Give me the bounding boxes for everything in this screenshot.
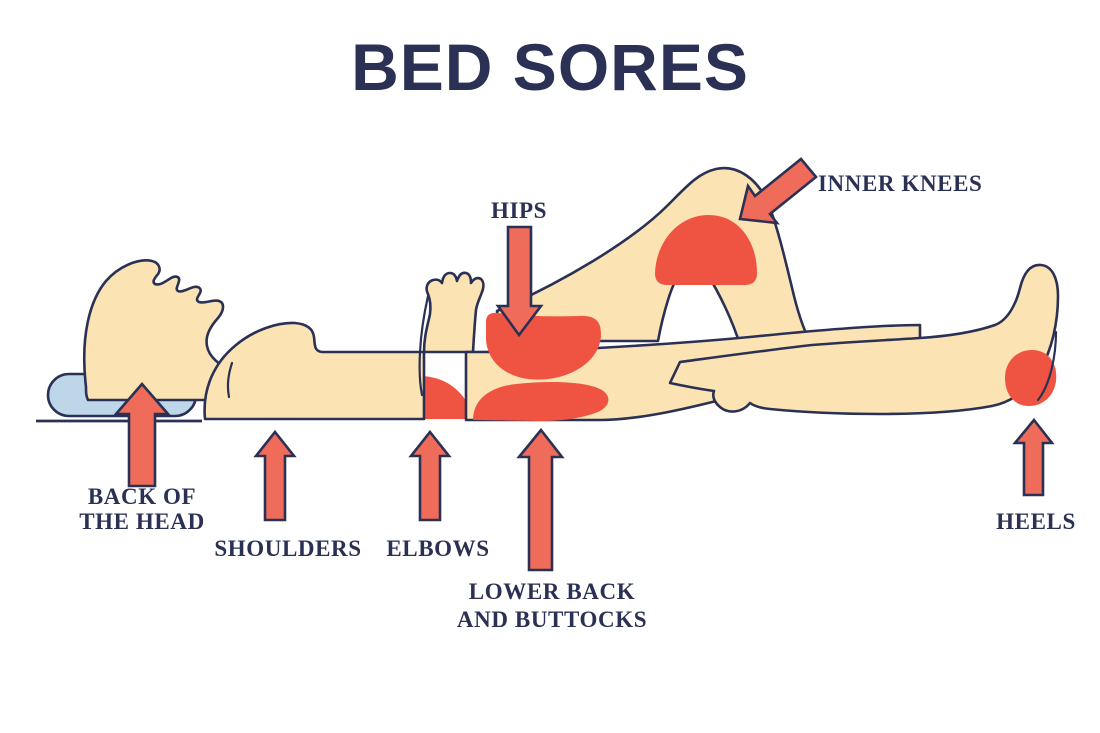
label-lower-back-line1: LOWER BACK	[469, 579, 635, 604]
arrow-hips[interactable]	[495, 225, 544, 338]
sore-inner-knees	[655, 214, 757, 285]
heel-contour-line	[1036, 330, 1058, 402]
body-head-and-torso	[82, 259, 283, 402]
arrow-heels[interactable]	[1012, 417, 1055, 497]
label-back-of-head-line1: BACK OF	[88, 484, 196, 509]
arrow-inner-knees[interactable]	[738, 157, 818, 225]
arrow-back-of-head[interactable]	[113, 382, 171, 488]
body-upper-back	[203, 321, 426, 421]
sore-lower-back-and-buttocks	[473, 381, 609, 421]
arrow-lower-back-and-buttocks[interactable]	[516, 427, 565, 572]
label-back-of-head-line2: THE HEAD	[79, 509, 205, 534]
shoulder-contour-line	[226, 361, 234, 399]
body-lower-leg	[668, 263, 1060, 416]
label-heels: HEELS	[996, 509, 1076, 534]
label-hips: HIPS	[491, 198, 547, 223]
arrow-shoulders[interactable]	[253, 429, 297, 522]
label-shoulders: SHOULDERS	[214, 536, 361, 561]
body-arm-and-fist	[422, 271, 485, 354]
arrow-elbows[interactable]	[408, 429, 452, 522]
label-elbows: ELBOWS	[386, 536, 489, 561]
page-title: BED SORES	[351, 30, 749, 104]
label-inner-knees: INNER KNEES	[818, 171, 982, 196]
label-lower-back-line2: AND BUTTOCKS	[457, 607, 647, 632]
forearm-contour-line	[418, 294, 430, 397]
